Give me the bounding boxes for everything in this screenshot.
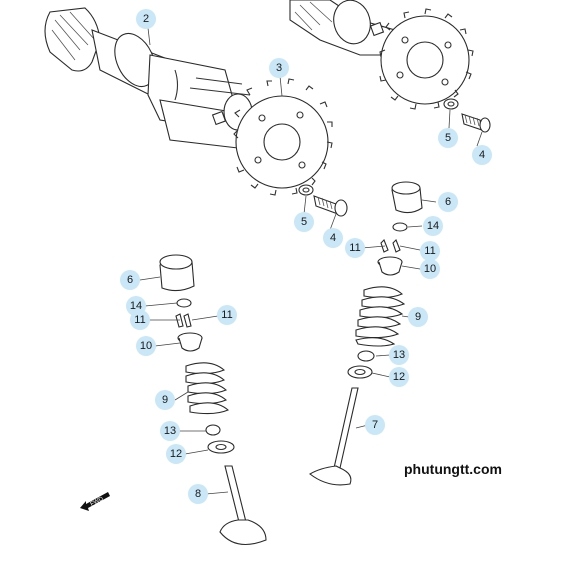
- callout-2: 2: [136, 9, 156, 29]
- callout-5-left: 5: [294, 212, 314, 232]
- callout-5-right: 5: [438, 128, 458, 148]
- camshaft-right: [289, 0, 396, 56]
- cam-sprocket-left: [233, 78, 333, 196]
- washer-bolt-right: [443, 98, 491, 133]
- callout-10-left: 10: [136, 336, 156, 356]
- cam-sprocket-right: [379, 8, 474, 110]
- callout-10-right: 10: [420, 259, 440, 279]
- callout-9-right: 9: [408, 307, 428, 327]
- callout-7: 7: [365, 415, 385, 435]
- callout-11-right-a: 11: [345, 238, 365, 258]
- washer-bolt-left: [298, 184, 348, 217]
- forward-arrow-icon: FWD: [80, 492, 110, 511]
- callout-12-left: 12: [166, 444, 186, 464]
- callout-4-left: 4: [323, 228, 343, 248]
- callout-6-left: 6: [120, 270, 140, 290]
- callout-6-right: 6: [438, 192, 458, 212]
- callout-4-right: 4: [472, 145, 492, 165]
- callout-14-right: 14: [423, 216, 443, 236]
- callout-9-left: 9: [155, 390, 175, 410]
- callout-11-left-b: 11: [217, 305, 237, 325]
- callout-12-right: 12: [389, 367, 409, 387]
- leader-lines: [139, 27, 483, 495]
- valve-assembly-left: [159, 254, 267, 546]
- camshaft-left: [44, 7, 266, 151]
- callout-13-right: 13: [389, 345, 409, 365]
- callout-11-left-a: 11: [130, 310, 150, 330]
- valve-assembly-right: [309, 181, 423, 486]
- callout-3: 3: [269, 58, 289, 78]
- callout-13-left: 13: [160, 421, 180, 441]
- callout-8: 8: [188, 484, 208, 504]
- watermark-text: phutungtt.com: [404, 461, 502, 477]
- callout-11-right-b: 11: [420, 241, 440, 261]
